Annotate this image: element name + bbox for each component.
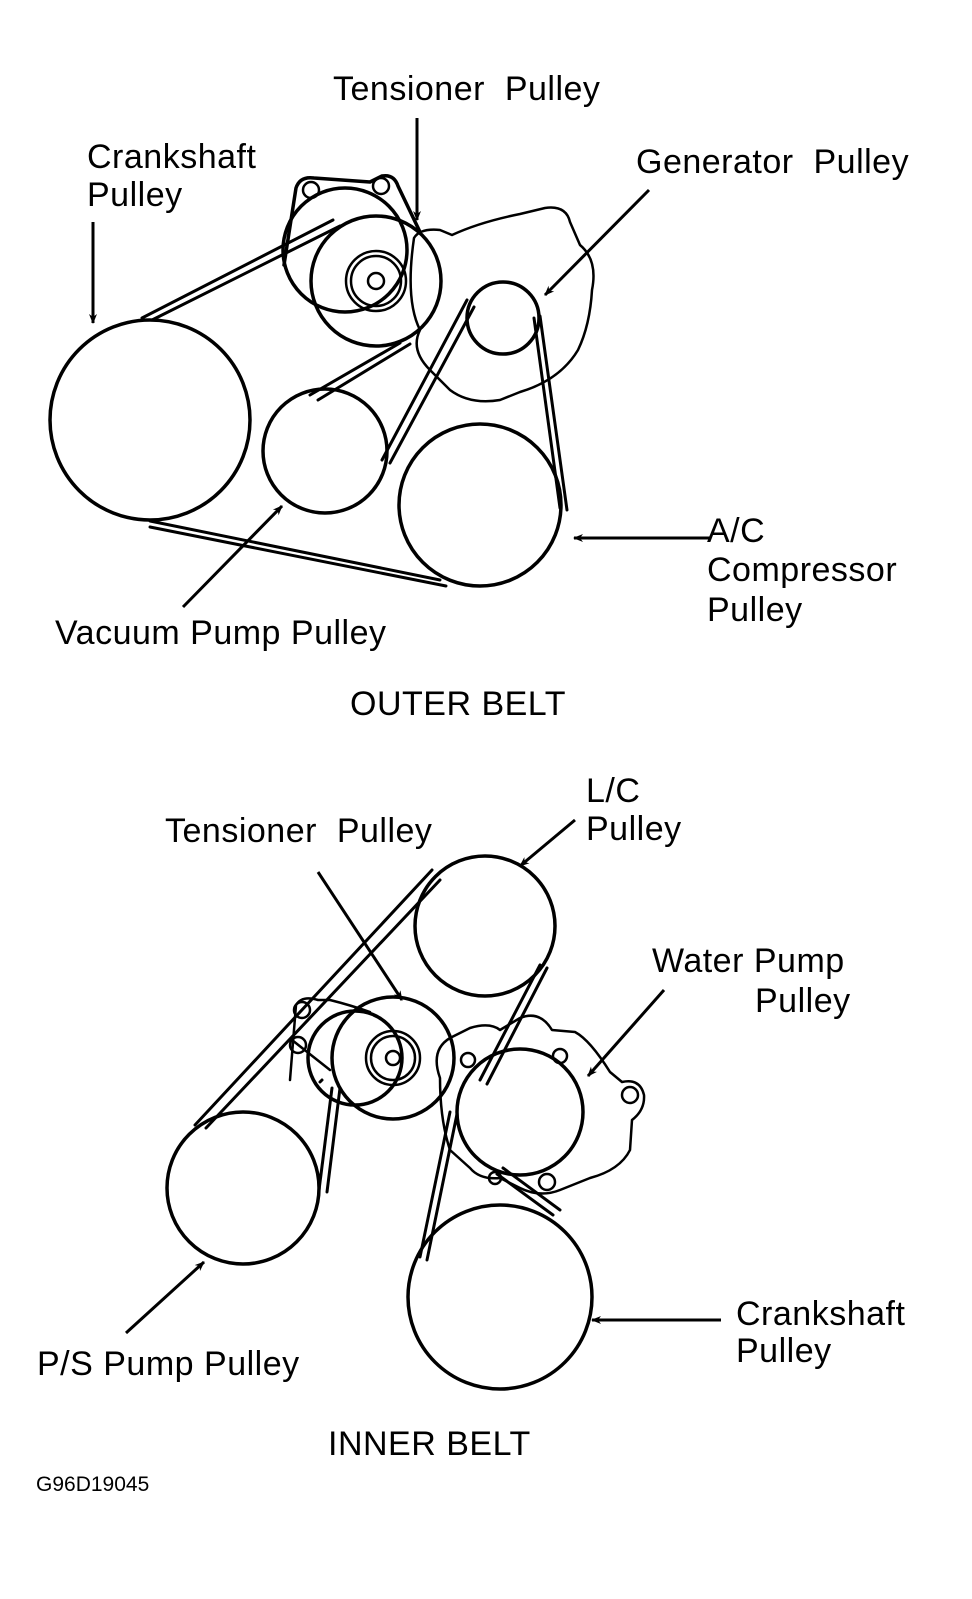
outer-ac-label-line2: Compressor bbox=[707, 551, 898, 589]
outer-belt-title: OUTER BELT bbox=[350, 685, 566, 723]
outer-generator-label: Generator Pulley bbox=[636, 143, 910, 181]
figure-code: G96D19045 bbox=[36, 1473, 150, 1496]
inner-lc-label-line2: Pulley bbox=[586, 810, 682, 848]
inner-crankshaft-label-line2: Pulley bbox=[736, 1332, 832, 1370]
inner-crankshaft-pulley bbox=[406, 1203, 594, 1391]
outer-belt-diagram bbox=[48, 173, 595, 588]
outer-leader-lines bbox=[89, 118, 710, 609]
outer-vacuum-label: Vacuum Pump Pulley bbox=[55, 614, 387, 652]
inner-water-pump-leader bbox=[586, 989, 666, 1077]
outer-belt bbox=[140, 218, 569, 588]
inner-water-pump-label-line2: Pulley bbox=[755, 982, 851, 1020]
inner-tensioner-hub bbox=[364, 1029, 422, 1087]
inner-tensioner-label: Tensioner Pulley bbox=[165, 812, 433, 850]
inner-lc-leader bbox=[519, 818, 576, 868]
inner-lc-pulley bbox=[413, 854, 557, 998]
inner-water-pump-label-line1: Water Pump bbox=[652, 942, 845, 980]
inner-tensioner-pulley bbox=[330, 995, 456, 1121]
outer-crankshaft-label-line1: Crankshaft bbox=[87, 138, 257, 176]
inner-tensioner-leader bbox=[316, 871, 404, 1001]
inner-belt-title: INNER BELT bbox=[328, 1425, 531, 1463]
inner-ps-label: P/S Pump Pulley bbox=[37, 1345, 300, 1383]
outer-crankshaft-pulley bbox=[48, 318, 252, 522]
inner-ps-leader bbox=[124, 1260, 206, 1335]
outer-tensioner-pulley bbox=[309, 214, 443, 348]
outer-tensioner-hub bbox=[344, 249, 408, 313]
outer-ac-label-line1: A/C bbox=[707, 512, 766, 550]
inner-water-pump-pulley bbox=[455, 1047, 585, 1177]
inner-lc-label-line1: L/C bbox=[586, 772, 641, 810]
inner-ps-pump-pulley bbox=[165, 1110, 321, 1266]
inner-belt bbox=[193, 868, 562, 1262]
inner-crankshaft-label-line1: Crankshaft bbox=[736, 1295, 906, 1333]
inner-belt-diagram bbox=[165, 854, 646, 1391]
generator-housing bbox=[409, 206, 595, 403]
outer-ac-compressor-pulley bbox=[397, 422, 563, 588]
water-pump-housing bbox=[435, 1014, 646, 1195]
outer-crankshaft-label-line2: Pulley bbox=[87, 176, 183, 214]
outer-vacuum-leader bbox=[181, 504, 284, 609]
outer-vacuum-pump-pulley bbox=[261, 387, 389, 515]
outer-generator-leader bbox=[543, 188, 651, 297]
outer-ac-label-line3: Pulley bbox=[707, 591, 803, 629]
outer-tensioner-label: Tensioner Pulley bbox=[333, 70, 601, 108]
inner-leader-lines bbox=[124, 818, 721, 1335]
outer-tensioner-bracket bbox=[281, 173, 422, 314]
outer-generator-pulley bbox=[465, 280, 541, 356]
